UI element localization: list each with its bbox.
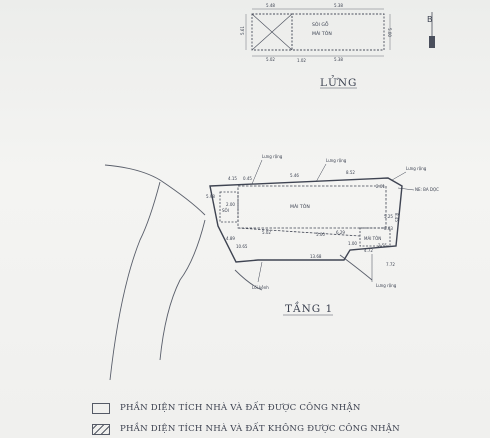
mezz-room-label-2: MÁI TÔN — [312, 30, 332, 37]
mezz-dim-top-right: 5.38 — [334, 3, 343, 8]
mezz-dim-left: 5.61 — [240, 26, 245, 35]
f1-dim: 4.89 — [226, 236, 235, 241]
room-label-soi: SÔI — [222, 208, 229, 213]
floor1-plan — [209, 159, 415, 283]
f1-dim: 5.46 — [290, 173, 299, 178]
f1-dim: 5.25 — [384, 214, 393, 219]
f1-dim: 0.45 — [243, 176, 252, 181]
legend-swatch-hatched — [92, 423, 110, 435]
f1-dim: 8.45 — [394, 213, 399, 222]
mezzanine-plan — [245, 8, 391, 57]
neighbor-label: NE: BA DỌC — [415, 187, 439, 192]
f1-dim: 5.02 — [262, 230, 271, 235]
mezz-room-label-1: SÔI GỖ — [312, 20, 329, 28]
legend-text-recognized: PHẦN DIỆN TÍCH NHÀ VÀ ĐẤT ĐƯỢC CÔNG NHẬN — [120, 403, 361, 413]
canal-boundary — [104, 164, 373, 381]
legend-swatch-empty — [92, 402, 110, 414]
balcony-label-3: Lưng rộng — [406, 166, 427, 171]
room-label-mai-ton: MÁI TÔN — [290, 203, 310, 210]
floor1-title: TẦNG 1 — [285, 300, 333, 315]
f1-dim: 8.52 — [346, 170, 355, 175]
north-marker-label: B — [427, 15, 433, 24]
mezz-dim-bottom-left: 5.02 — [266, 57, 275, 62]
balcony-label-2: Lưng rộng — [326, 158, 347, 163]
f1-dim: 1.00 — [348, 241, 357, 246]
mezz-dim-bottom-right: 5.38 — [334, 57, 343, 62]
f1-dim: 5.98 — [206, 194, 215, 199]
mezz-dim-bottom-mid: 1.02 — [297, 58, 306, 63]
mezz-dim-top-left: 5.48 — [266, 3, 275, 8]
f1-dim: 5.00 — [316, 232, 325, 237]
f1-dim: 8.03 — [384, 226, 393, 231]
path-label: Lối kênh — [252, 285, 269, 290]
legend-text-not-recognized: PHẦN DIỆN TÍCH NHÀ VÀ ĐẤT KHÔNG ĐƯỢC CÔN… — [120, 424, 400, 434]
north-arrow-icon — [429, 12, 435, 48]
f1-dim: 4.72 — [364, 248, 373, 253]
balcony-label-1: Lưng rộng — [262, 154, 283, 159]
f1-dim: 2.01 — [376, 184, 385, 189]
f1-dim: 4.15 — [228, 176, 237, 181]
legend-item-recognized: PHẦN DIỆN TÍCH NHÀ VÀ ĐẤT ĐƯỢC CÔNG NHẬN — [92, 401, 361, 415]
mezz-dim-right: 5.00 — [387, 28, 392, 37]
f1-dim: 13.68 — [310, 254, 322, 259]
f1-dim: 7.72 — [386, 262, 395, 267]
legend-item-not-recognized: PHẦN DIỆN TÍCH NHÀ VÀ ĐẤT KHÔNG ĐƯỢC CÔN… — [92, 422, 400, 436]
f1-dim: 6.29 — [336, 230, 345, 235]
f1-dim: 2.55 — [378, 243, 387, 248]
room-label-mai-ton-small: MÁI TÔN — [364, 236, 381, 241]
balcony-label-4: Lưng rộng — [376, 283, 397, 288]
mezzanine-title: LỬNG — [320, 74, 357, 89]
f1-dim: 2.00 — [226, 202, 235, 207]
f1-dim: 10.65 — [236, 244, 248, 249]
